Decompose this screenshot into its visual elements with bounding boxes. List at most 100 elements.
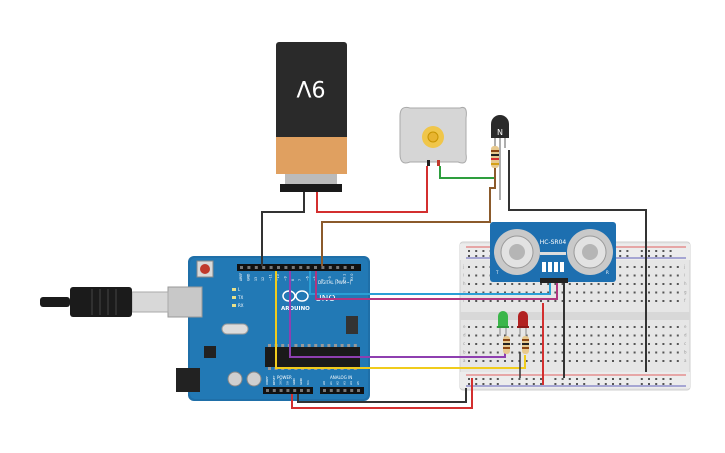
bb-hole — [648, 255, 650, 257]
bb-hole — [475, 360, 478, 362]
bb-hole — [626, 360, 629, 362]
bb-hole — [468, 326, 470, 328]
bb-hole — [568, 300, 571, 302]
led-green[interactable] — [497, 311, 509, 336]
wire-red-battery — [316, 166, 428, 213]
bb-hole — [532, 378, 535, 380]
bb-hole — [655, 360, 658, 362]
bb-hole — [590, 326, 593, 328]
bb-hole — [475, 300, 478, 302]
battery-voltage-label: 9V — [296, 75, 325, 100]
bb-hole — [561, 300, 564, 302]
bb-hole — [626, 300, 629, 302]
bb-hole — [662, 266, 665, 268]
bb-row-letter: h — [463, 281, 466, 286]
bb-hole — [496, 383, 499, 385]
bb-hole — [561, 334, 564, 337]
bb-hole — [640, 266, 643, 268]
bb-hole — [619, 378, 622, 380]
bb-hole — [626, 383, 629, 385]
chip-leg — [327, 344, 331, 347]
bb-hole — [489, 334, 492, 337]
analog-header — [320, 387, 364, 394]
bb-hole — [511, 378, 514, 380]
chip-leg — [314, 344, 318, 347]
battery-9v[interactable]: 9V — [276, 42, 347, 192]
bb-hole — [576, 343, 578, 345]
header-pin — [323, 389, 326, 392]
wire-black-battery — [261, 192, 305, 266]
bb-hole — [532, 334, 535, 337]
header-pin — [350, 389, 354, 392]
bb-hole — [662, 291, 665, 294]
bb-hole — [633, 274, 636, 277]
header-pin — [272, 389, 276, 392]
bb-hole — [604, 351, 607, 354]
bb-hole — [475, 378, 478, 380]
reset-button[interactable] — [196, 260, 214, 278]
bb-hole — [468, 266, 470, 268]
bb-hole — [482, 351, 485, 354]
digital-pin-label: 4 — [320, 279, 324, 281]
bb-hole — [525, 378, 528, 380]
bb-hole — [648, 326, 650, 328]
bb-hole — [496, 351, 499, 354]
bb-hole — [583, 351, 586, 354]
bb-hole — [676, 291, 679, 294]
bb-hole — [511, 343, 514, 345]
bb-hole — [604, 291, 607, 294]
bb-hole — [676, 300, 679, 302]
bb-hole — [482, 378, 485, 380]
header-pin — [329, 389, 333, 392]
bb-hole — [511, 351, 514, 354]
bb-hole — [590, 291, 593, 294]
bb-row-letter: e — [463, 324, 466, 329]
digital-pin-label: ~11 — [269, 274, 273, 281]
bb-hole — [482, 255, 485, 257]
bb-hole — [619, 383, 622, 385]
bb-hole — [626, 250, 629, 252]
header-pin — [299, 266, 303, 269]
digital-pin-label: GND — [246, 273, 250, 281]
tx-label: TX — [237, 295, 243, 300]
bb-hole — [619, 291, 622, 294]
bb-hole — [547, 283, 550, 285]
bb-hole — [554, 360, 557, 362]
bb-hole — [648, 274, 650, 277]
bb-hole — [504, 291, 506, 294]
hc-sr04-sensor[interactable]: HC-SR04 T R — [490, 222, 616, 283]
bb-hole — [640, 326, 643, 328]
bb-hole — [612, 291, 614, 294]
bb-hole — [482, 274, 485, 277]
bb-hole — [568, 351, 571, 354]
bb-hole — [532, 351, 535, 354]
bb-hole — [583, 360, 586, 362]
wire-purple-led — [289, 271, 506, 358]
bb-hole — [640, 343, 643, 345]
analog-pin-label: A1 — [329, 381, 333, 385]
bb-hole — [612, 326, 614, 328]
bb-hole — [604, 378, 607, 380]
bb-hole — [648, 300, 650, 302]
bb-hole — [648, 343, 650, 345]
bb-hole — [626, 274, 629, 277]
digital-pin-label: AREF — [239, 273, 243, 281]
bb-hole — [597, 300, 600, 302]
bb-hole — [568, 291, 571, 294]
bb-hole — [568, 334, 571, 337]
bb-row-letter: j — [462, 264, 464, 269]
bb-hole — [547, 343, 550, 345]
wire-black-emitter — [508, 150, 647, 372]
dc-motor[interactable] — [399, 106, 467, 166]
bb-hole — [576, 300, 578, 302]
bb-hole — [612, 334, 614, 337]
arduino-uno-board[interactable]: L TX RX ARDUINO UNO DIGITAL (PWM~) POWER… — [167, 256, 370, 401]
bb-hole — [583, 291, 586, 294]
led-red[interactable] — [517, 311, 529, 336]
bb-hole — [590, 283, 593, 285]
bb-hole — [576, 378, 578, 380]
power-pin-label: 5V — [285, 380, 289, 385]
bb-hole — [669, 300, 672, 302]
bb-hole — [669, 266, 672, 268]
bb-hole — [619, 266, 622, 268]
